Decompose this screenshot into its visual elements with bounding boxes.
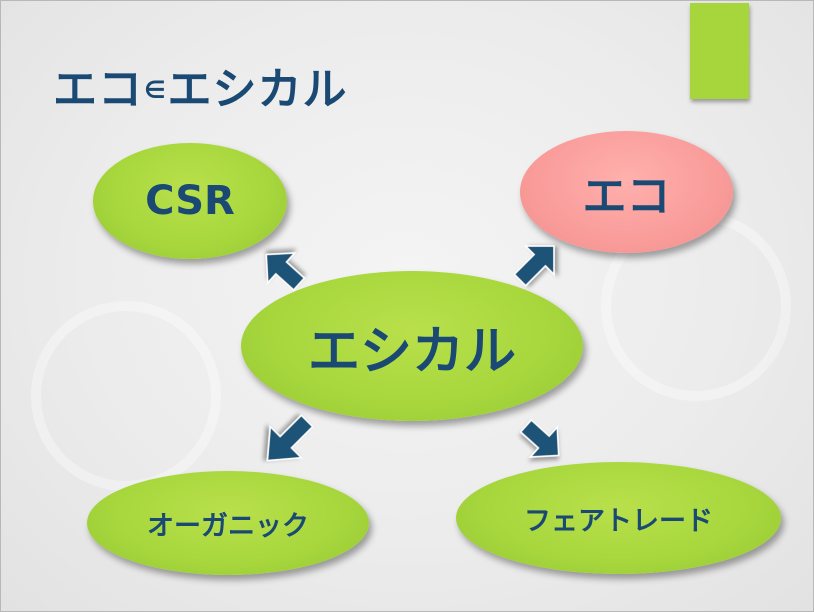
node-ethical-label: エシカル xyxy=(307,321,516,382)
node-csr-label: CSR xyxy=(145,178,235,224)
node-fairtrade: フェアトレード xyxy=(456,462,781,574)
node-fairtrade-label: フェアトレード xyxy=(524,505,713,537)
accent-bar xyxy=(690,3,749,99)
title-right: エシカル xyxy=(167,64,348,115)
node-organic: オーガニック xyxy=(87,471,369,575)
node-eco-label: エコ xyxy=(582,171,671,222)
node-organic-label: オーガニック xyxy=(147,510,309,542)
arrow-to-eco xyxy=(513,245,555,287)
title-left: エコ xyxy=(53,64,143,115)
node-ethical: エシカル xyxy=(241,271,583,421)
arrow-to-csr xyxy=(265,252,306,292)
arrow-to-organic xyxy=(266,414,314,462)
node-eco: エコ xyxy=(520,131,733,253)
arrow-to-fairtrade xyxy=(519,418,560,458)
element-of-symbol: ∈ xyxy=(144,76,167,104)
slide-title: エコ∈エシカル xyxy=(53,53,348,117)
node-csr: CSR xyxy=(93,143,287,259)
